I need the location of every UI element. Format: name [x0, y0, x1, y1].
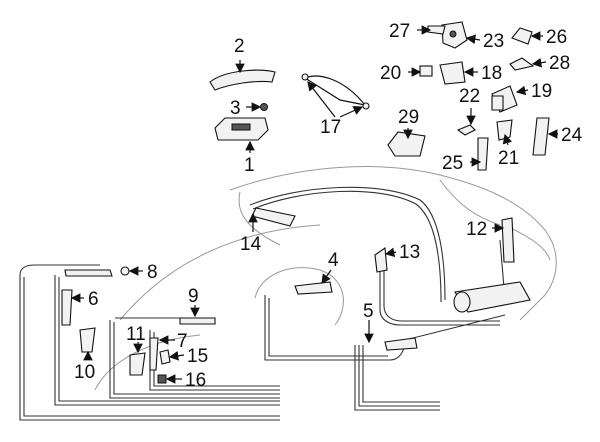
callout-5: 5 — [363, 301, 374, 322]
callout-20: 20 — [380, 63, 401, 84]
callout-8: 8 — [147, 262, 158, 283]
part-handle-bracket — [214, 117, 269, 141]
part-bracket-21 — [496, 119, 513, 141]
part-clip — [260, 103, 268, 111]
callout-25: 25 — [442, 153, 463, 174]
part-sensor-22 — [491, 95, 504, 111]
callout-17: 17 — [320, 117, 341, 138]
callout-19: 19 — [531, 81, 552, 102]
part-plug-16 — [157, 374, 167, 384]
callout-7: 7 — [177, 331, 188, 352]
callout-12: 12 — [466, 219, 487, 240]
part-bracket-10 — [79, 327, 96, 353]
part-grab-handle — [209, 69, 276, 91]
hydraulic-lines — [19, 186, 506, 421]
callout-14: 14 — [240, 234, 262, 255]
part-cylinder-7 — [149, 337, 159, 371]
part-cylinder-6 — [61, 289, 73, 326]
part-plate-28 — [509, 57, 535, 71]
callout-11: 11 — [126, 324, 146, 345]
part-cylinder-12 — [501, 217, 515, 263]
part-valve-11 — [129, 352, 146, 376]
callout-22: 22 — [459, 86, 480, 107]
part-fitting-15 — [159, 349, 171, 365]
part-cylinder-4 — [294, 281, 333, 295]
callout-16: 16 — [185, 370, 206, 391]
part-linkage-27 — [427, 25, 446, 35]
part-lock-actuator — [441, 21, 468, 49]
part-line-9 — [179, 317, 216, 325]
part-cylinder-14 — [251, 207, 296, 227]
callout-10: 10 — [74, 362, 95, 383]
callout-21: 21 — [498, 148, 519, 169]
callout-28: 28 — [549, 53, 570, 74]
part-bracket-26 — [511, 27, 533, 45]
leader-lines — [70, 25, 558, 384]
callout-9: 9 — [188, 286, 199, 307]
part-hydraulic-pump — [453, 281, 531, 313]
part-fitting-8 — [120, 266, 130, 276]
part-control-module — [387, 131, 426, 157]
callout-13: 13 — [399, 242, 420, 263]
part-cable-loop — [301, 73, 370, 110]
callout-23: 23 — [483, 31, 504, 52]
part-wire-connector — [456, 124, 476, 136]
callout-labels: 1 2 3 4 5 6 7 8 9 10 11 12 13 14 15 16 1… — [74, 21, 583, 391]
callout-6: 6 — [88, 289, 99, 310]
callout-1: 1 — [244, 155, 255, 176]
callout-24: 24 — [561, 125, 583, 146]
callout-26: 26 — [546, 27, 567, 48]
callout-18: 18 — [481, 63, 502, 84]
callout-15: 15 — [187, 346, 208, 367]
callout-27: 27 — [389, 21, 410, 42]
callout-29: 29 — [398, 107, 419, 128]
part-valve-13 — [374, 247, 388, 273]
part-pin-25 — [477, 137, 489, 171]
callout-2: 2 — [234, 36, 245, 57]
callout-4: 4 — [328, 250, 339, 271]
part-switch-20 — [419, 65, 433, 77]
part-rod-line-8 — [64, 269, 113, 277]
part-cylinder-5 — [384, 337, 418, 351]
part-latch-18 — [439, 61, 466, 85]
callout-3: 3 — [230, 98, 241, 119]
part-strip-24 — [532, 117, 550, 156]
